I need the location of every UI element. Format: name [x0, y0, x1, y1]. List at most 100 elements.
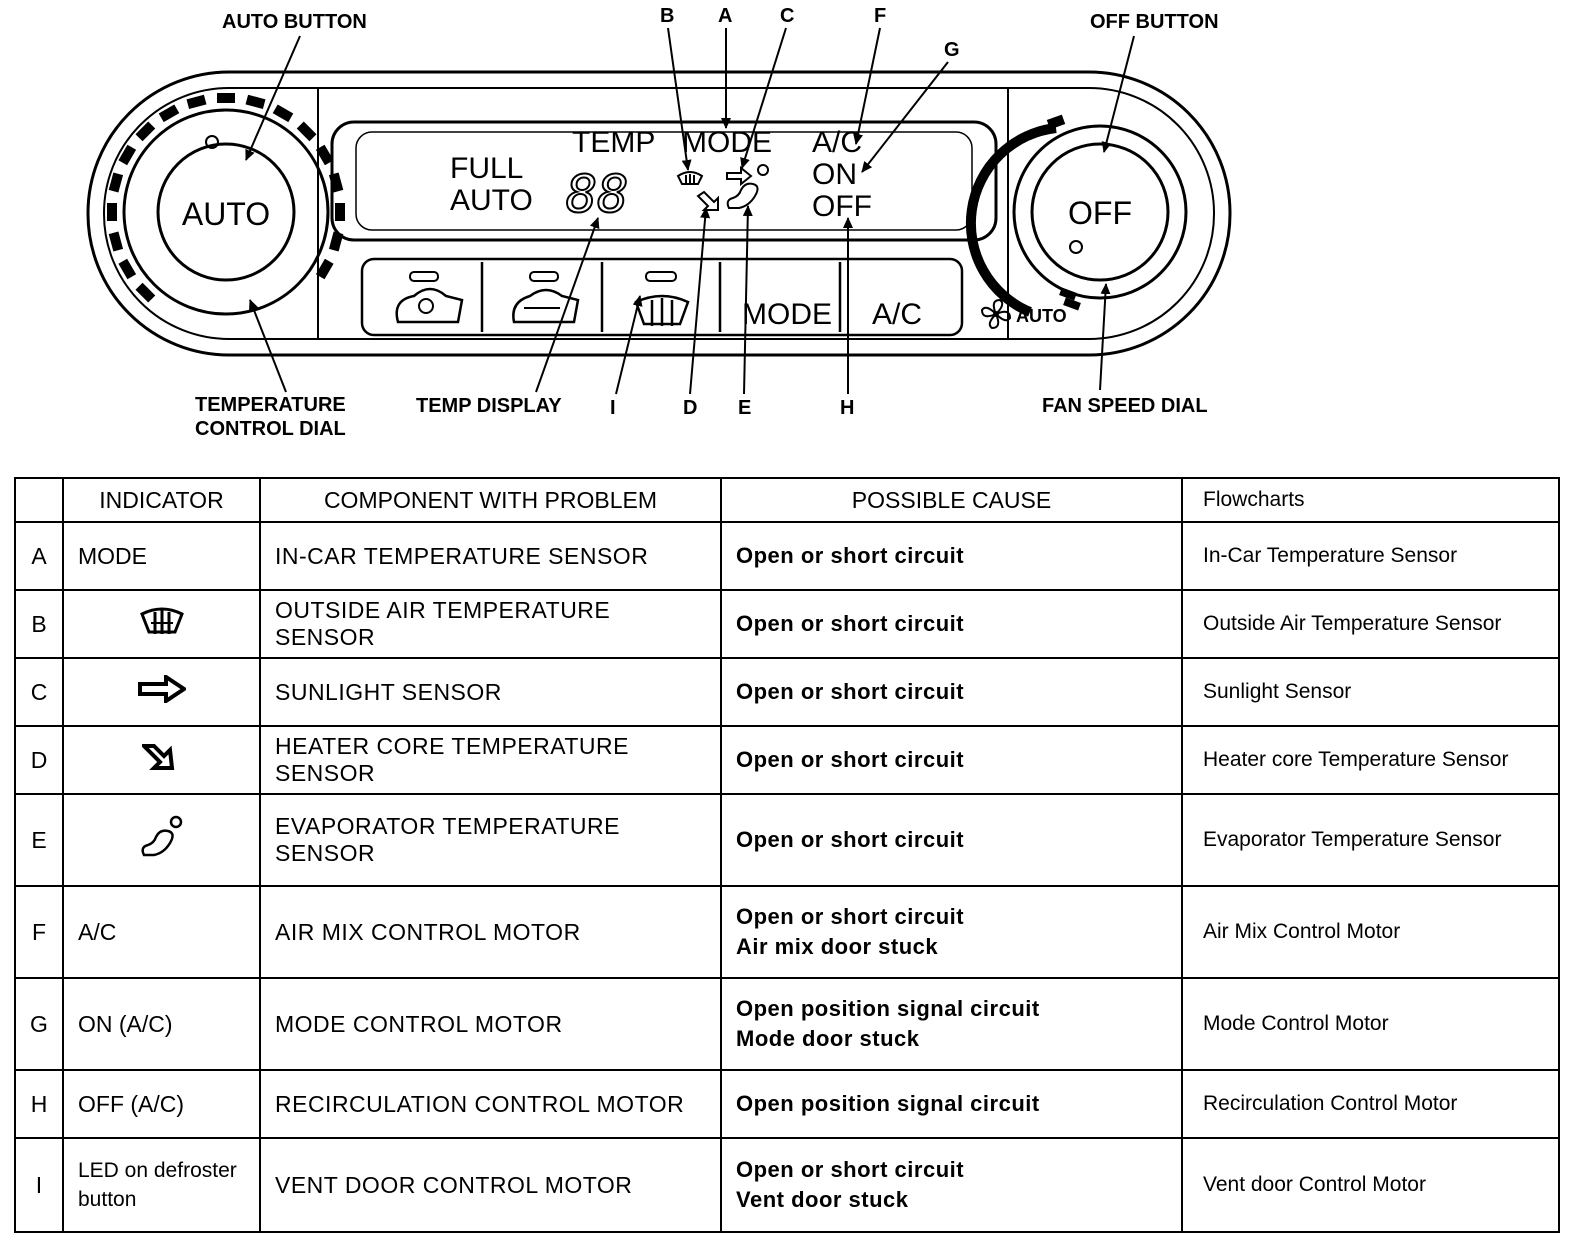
- callout-letter-a: A: [718, 5, 732, 27]
- scale-mark: [315, 144, 334, 166]
- scale-mark: [328, 172, 344, 193]
- scale-mark: [217, 93, 235, 103]
- fan-icon: [980, 298, 1012, 330]
- ac-button[interactable]: A/C: [872, 298, 922, 331]
- scale-mark: [118, 144, 137, 166]
- cause-line: Open or short circuit: [736, 1157, 965, 1182]
- scale-mark: [186, 94, 207, 110]
- indicator-cell: [62, 725, 261, 795]
- callout-letter-e: E: [738, 397, 751, 419]
- row-letter: G: [14, 977, 64, 1071]
- lcd-ac-label: A/C: [812, 126, 862, 159]
- row-letter: A: [14, 521, 64, 591]
- callout-letter-g: G: [944, 39, 960, 61]
- cause-line: Open or short circuit: [736, 904, 965, 929]
- auto-button[interactable]: AUTO: [182, 196, 270, 232]
- defroster-button[interactable]: [634, 271, 690, 326]
- cause-cell: Open or short circuit: [720, 521, 1183, 591]
- callout-letter-h: H: [840, 397, 854, 419]
- off-button-callout: OFF BUTTON: [1090, 11, 1219, 33]
- header-cause: POSSIBLE CAUSE: [720, 477, 1183, 523]
- callout-labels: AUTO BUTTON OFF BUTTON TEMPERATURE CONTR…: [195, 5, 1219, 440]
- indicator-cell: [62, 589, 261, 659]
- flowchart-cell: Recirculation Control Motor: [1181, 1069, 1560, 1139]
- scale-mark: [108, 231, 124, 252]
- flowchart-cell: Sunlight Sensor: [1181, 657, 1560, 727]
- lcd-display: FULL AUTO TEMP 88 MODE A/C ON OFF: [330, 120, 998, 242]
- flowchart-cell: Air Mix Control Motor: [1181, 885, 1560, 979]
- temp-dial-callout-line2: CONTROL DIAL: [195, 418, 346, 440]
- diagnostic-table-wrapper: INDICATOR COMPONENT WITH PROBLEM POSSIBL…: [14, 477, 1560, 1233]
- header-indicator: INDICATOR: [62, 477, 261, 523]
- scale-mark: [245, 94, 266, 110]
- row-letter: I: [14, 1137, 64, 1233]
- flowchart-cell: Mode Control Motor: [1181, 977, 1560, 1071]
- scale-mark: [328, 231, 344, 252]
- component-cell: RECIRCULATION CONTROL MOTOR: [259, 1069, 722, 1139]
- component-cell: HEATER CORE TEMPERATURE SENSOR: [259, 725, 722, 795]
- floor-arrow-icon: [138, 742, 182, 778]
- scale-mark: [135, 121, 156, 142]
- callout-letter-i: I: [610, 397, 616, 419]
- indicator-cell: [62, 793, 261, 887]
- cause-cell: Open or short circuit: [720, 589, 1183, 659]
- row-letter: B: [14, 589, 64, 659]
- cause-cell: Open position signal circuit: [720, 1069, 1183, 1139]
- arrow-right-icon: [137, 673, 188, 709]
- lcd-defrost-icon: [676, 171, 704, 185]
- cause-line: Air mix door stuck: [736, 934, 939, 959]
- row-letter: F: [14, 885, 64, 979]
- leader-lines: [245, 27, 1135, 395]
- temperature-scale-marks: [107, 93, 345, 303]
- cause-cell: Open or short circuit: [720, 793, 1183, 887]
- lcd-floor-arrow-icon: [696, 190, 719, 211]
- header-flowcharts: Flowcharts: [1181, 477, 1560, 523]
- component-cell: MODE CONTROL MOTOR: [259, 977, 722, 1071]
- lcd-off-label: OFF: [812, 190, 872, 223]
- flowchart-cell: Heater core Temperature Sensor: [1181, 725, 1560, 795]
- callout-letter-b: B: [660, 5, 674, 27]
- fan-auto-label: AUTO: [1016, 306, 1067, 326]
- lcd-temp-value: 88: [566, 165, 629, 225]
- table-row: D HEATER CORE TEMPERATURE SENSOR Open or s…: [14, 725, 1560, 795]
- scale-mark: [335, 203, 345, 221]
- mode-button[interactable]: MODE: [742, 298, 832, 331]
- row-letter: C: [14, 657, 64, 727]
- temperature-control-dial[interactable]: AUTO: [107, 93, 345, 316]
- cause-line: Open or short circuit: [736, 611, 965, 636]
- fresh-air-button[interactable]: [512, 271, 580, 324]
- component-cell: AIR MIX CONTROL MOTOR: [259, 885, 722, 979]
- cause-line: Open or short circuit: [736, 747, 965, 772]
- fan-speed-dial[interactable]: OFF AUTO: [965, 114, 1188, 330]
- indicator-cell: A/C: [62, 885, 261, 979]
- indicator-cell: [62, 657, 261, 727]
- cause-line: Open or short circuit: [736, 827, 965, 852]
- scale-mark: [135, 282, 156, 303]
- off-button[interactable]: OFF: [1068, 195, 1132, 231]
- defrost-icon: [139, 606, 185, 642]
- component-cell: VENT DOOR CONTROL MOTOR: [259, 1137, 722, 1233]
- indicator-cell: OFF (A/C): [62, 1069, 261, 1139]
- header-letter: [14, 477, 64, 523]
- callout-letter-f: F: [874, 5, 886, 27]
- diagnostic-table: INDICATOR COMPONENT WITH PROBLEM POSSIBL…: [14, 477, 1560, 1233]
- lcd-arrow-right-icon: [726, 165, 753, 187]
- row-letter: D: [14, 725, 64, 795]
- auto-button-callout: AUTO BUTTON: [222, 11, 367, 33]
- lcd-on-label: ON: [812, 158, 857, 191]
- lcd-seated-person-icon: [726, 164, 769, 209]
- recirculation-button[interactable]: [395, 271, 464, 324]
- indicator-cell: MODE: [62, 521, 261, 591]
- cause-cell: Open or short circuit: [720, 657, 1183, 727]
- cause-cell: Open or short circuit: [720, 725, 1183, 795]
- temp-dial-callout-line1: TEMPERATURE: [195, 394, 346, 416]
- climate-control-panel-diagram: FULL AUTO TEMP 88 MODE A/C ON OFF: [86, 5, 1232, 440]
- scale-mark: [158, 104, 180, 123]
- flowchart-cell: In-Car Temperature Sensor: [1181, 521, 1560, 591]
